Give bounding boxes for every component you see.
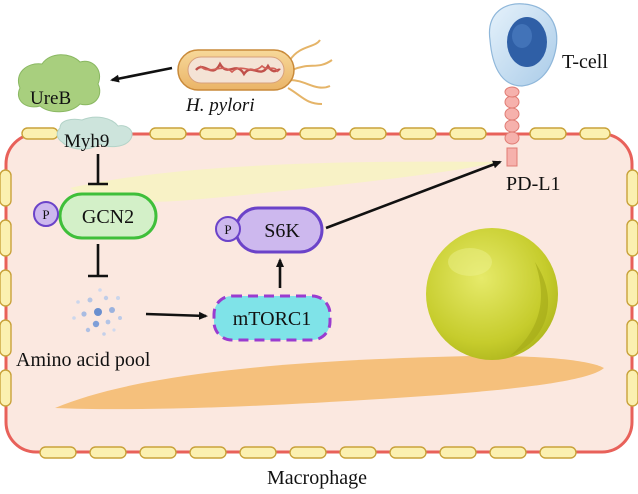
- t-cell-label: T-cell: [562, 51, 608, 73]
- macrophage-label: Macrophage: [267, 467, 367, 489]
- macrophage-cell: [0, 127, 638, 459]
- pdl1-label: PD-L1: [506, 173, 560, 195]
- h-pylori-label: H. pylori: [185, 95, 255, 116]
- s6k-label: S6K: [264, 220, 300, 242]
- gcn2-node: [58, 192, 158, 240]
- gcn2-phospho-label: P: [42, 207, 49, 222]
- gcn2-label: GCN2: [82, 206, 134, 228]
- s6k-phospho: [215, 216, 241, 242]
- pdl1-receptor: [504, 86, 520, 167]
- arrow-amino-to-mtorc1: [145, 311, 208, 320]
- amino-acid-dots: [72, 288, 122, 336]
- inhibit-myh9-gcn2: [88, 154, 108, 186]
- arrow-s6k-to-pdl1: [325, 160, 502, 230]
- cytoplasm-streak: [70, 161, 500, 202]
- ureb-label: UreB: [30, 88, 71, 109]
- er-organelle: [55, 355, 604, 410]
- membrane-beads: [0, 127, 638, 459]
- myh9-protein: [56, 116, 133, 150]
- nucleus: [426, 228, 558, 360]
- gcn2-phospho: [33, 201, 59, 227]
- h-pylori-icon: [177, 39, 333, 105]
- arrow-hpylori-to-ureb: [110, 66, 173, 83]
- s6k-phospho-label: P: [224, 222, 231, 237]
- mtorc1-node: [212, 294, 332, 342]
- ureb-protein: [18, 54, 101, 113]
- myh9-label: Myh9: [64, 131, 109, 152]
- amino-acid-pool-label: Amino acid pool: [16, 349, 151, 371]
- mtorc1-label: mTORC1: [233, 308, 312, 330]
- t-cell-icon: [488, 3, 558, 87]
- inhibit-gcn2-amino: [88, 244, 108, 278]
